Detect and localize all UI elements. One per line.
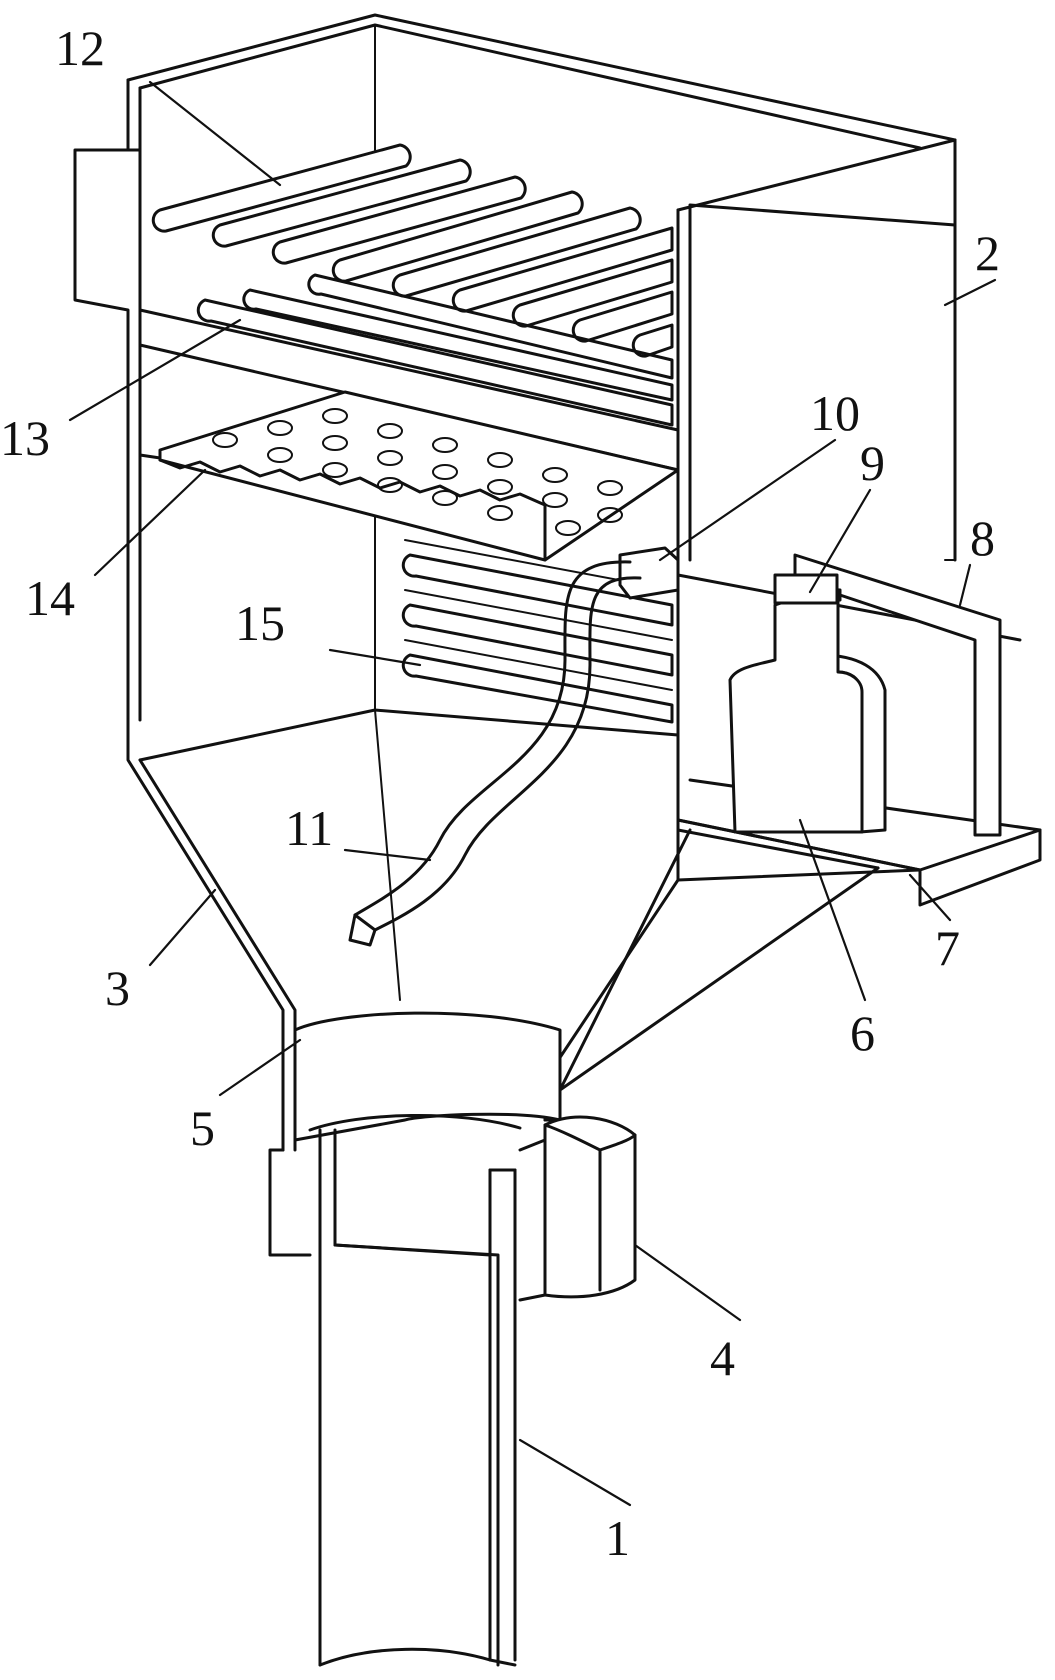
lower-rods: [196, 273, 674, 427]
label-15: 15: [235, 595, 285, 651]
rod: [151, 143, 412, 233]
label-8: 8: [970, 510, 995, 566]
pipe: [318, 1128, 517, 1667]
collar: [268, 1011, 562, 1257]
hose: [348, 560, 642, 947]
rod: [571, 290, 674, 343]
rod: [211, 158, 472, 248]
label-6: 6: [850, 1005, 875, 1061]
label-14: 14: [25, 570, 75, 626]
bottle: [728, 573, 887, 834]
connector-block: [618, 546, 680, 600]
label-13: 13: [0, 410, 50, 466]
label-2: 2: [975, 225, 1000, 281]
label-5: 5: [190, 1100, 215, 1156]
leader-lines: [68, 80, 997, 1507]
rod: [451, 226, 674, 313]
label-10: 10: [810, 385, 860, 441]
clamp-ring: [518, 1115, 637, 1302]
label-3: 3: [105, 960, 130, 1016]
label-9: 9: [860, 435, 885, 491]
perforated-plate: [158, 390, 680, 562]
plate-holes: [212, 408, 623, 536]
rod: [271, 175, 527, 265]
label-1: 1: [605, 1510, 630, 1566]
label-7: 7: [935, 920, 960, 976]
reference-labels: 12 2 13 10 9 8 14 15 11 7 3 6 5 4 1: [0, 20, 1000, 1566]
rod: [391, 206, 642, 298]
label-12: 12: [55, 20, 105, 76]
label-11: 11: [285, 800, 333, 856]
label-4: 4: [710, 1330, 735, 1386]
